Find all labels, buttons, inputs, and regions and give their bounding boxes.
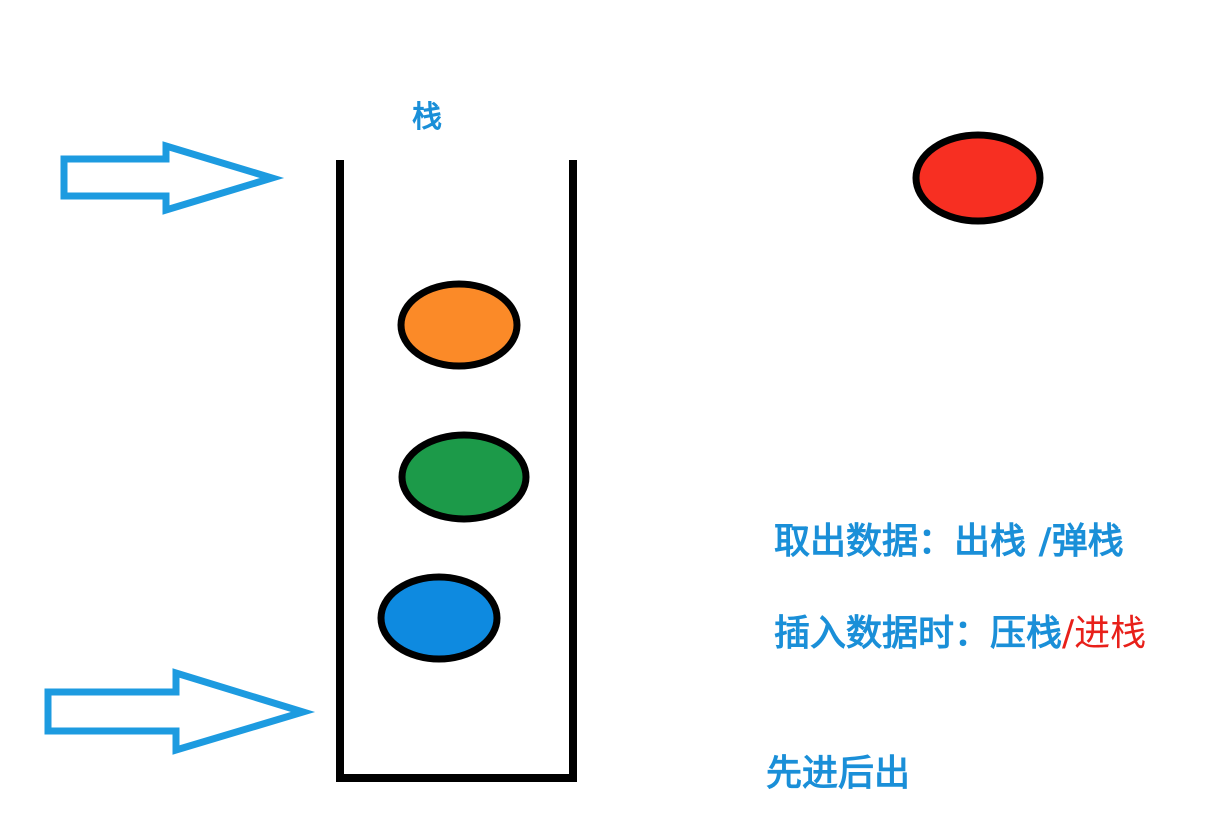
orange-ball (397, 280, 521, 370)
push-annotation-suffix: /进栈 (1062, 613, 1147, 654)
bottom-arrow (44, 668, 316, 755)
push-annotation: 插入数据时：压栈/进栈 (774, 604, 1146, 656)
arrow-right-icon (60, 141, 285, 215)
top-arrow (60, 141, 285, 215)
arrow-right-icon (44, 668, 316, 755)
lifo-annotation: 先进后出 (766, 753, 911, 794)
push-annotation-main: 插入数据时：压栈 (774, 613, 1063, 654)
pop-annotation: 取出数据：出栈 /弹栈 (774, 521, 1124, 562)
stack-title: 栈 (412, 100, 442, 135)
green-ball (398, 431, 530, 523)
red-ball (912, 131, 1044, 225)
stack-container (336, 160, 577, 782)
blue-ball (377, 573, 501, 663)
